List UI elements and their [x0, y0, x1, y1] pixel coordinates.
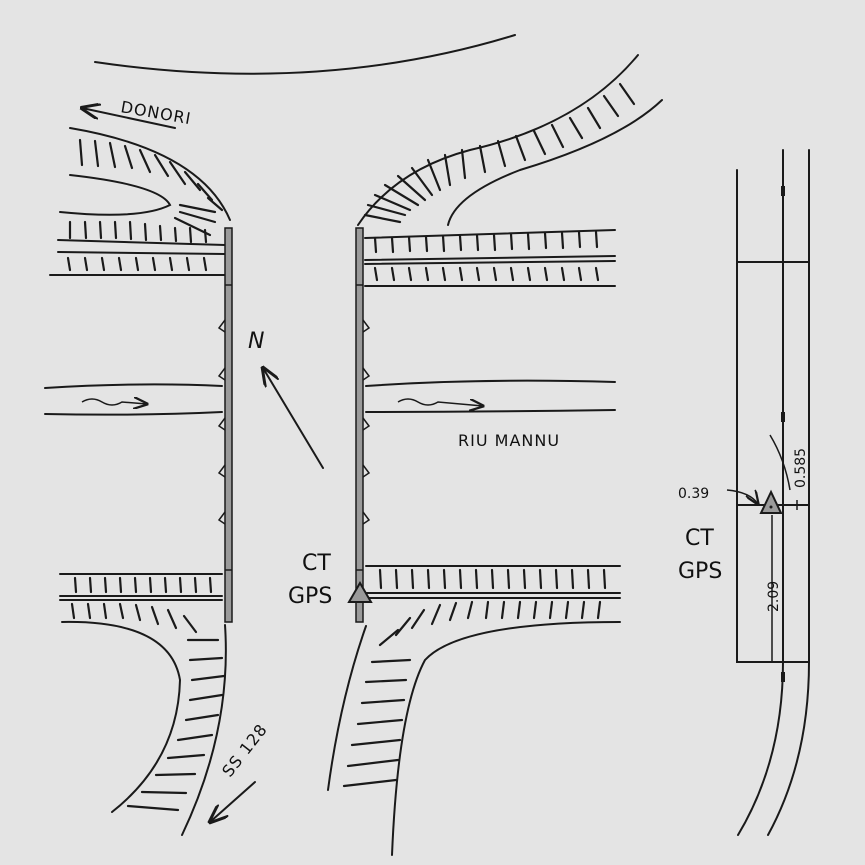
river: [44, 379, 616, 416]
detail-gps-label: GPS: [678, 559, 722, 584]
detail-gps-triangle-icon: [759, 489, 783, 514]
detail-view: [726, 149, 810, 836]
gps-triangle-icon: [347, 581, 373, 603]
dim-0-39: 0.39: [678, 486, 709, 502]
right-lower-embankment: [327, 565, 621, 856]
riu-mannu-label: RIU MANNU: [458, 431, 560, 450]
ss128-arrow: [210, 781, 256, 822]
north-label: N: [248, 329, 264, 354]
ss128-label: SS 128: [218, 720, 271, 781]
ct-label: CT: [302, 551, 331, 576]
top-curve: [94, 34, 516, 75]
donori-arrow: [82, 108, 176, 129]
left-lower-embankment: [59, 573, 227, 836]
detail-ct-label: CT: [685, 526, 714, 551]
right-upper-embankment: [357, 54, 663, 287]
dim-0-585: 0.585: [793, 448, 809, 488]
north-arrow: [263, 368, 324, 469]
left-upper-embankment: [49, 127, 231, 276]
dim-2-09: 2.09: [766, 581, 782, 612]
right-bridge-deck: [355, 227, 371, 623]
gps-label: GPS: [288, 584, 332, 609]
left-bridge-deck: [217, 227, 233, 623]
